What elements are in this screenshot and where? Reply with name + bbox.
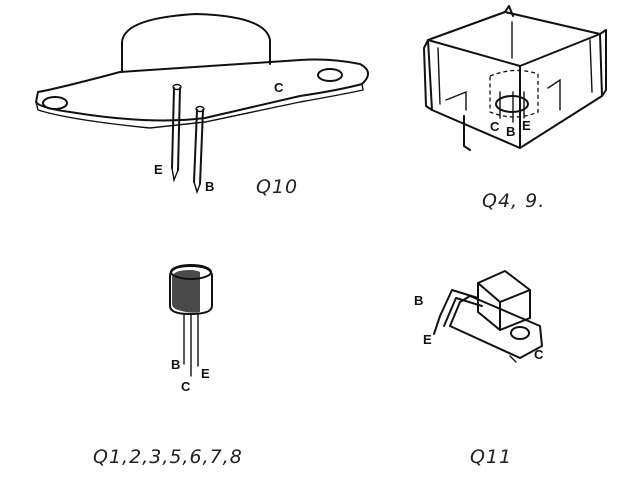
q1-8-base-label: B [171,357,180,372]
q11-base-label: B [414,293,423,308]
q4-9-collector-label: C [490,119,500,134]
q4-9-caption: Q4, 9. [482,190,545,212]
q10-caption: Q10 [256,176,298,198]
q1-8-caption: Q1,2,3,5,6,7,8 [93,446,243,468]
q11-caption: Q11 [470,446,512,468]
q11-collector-label: C [534,347,544,362]
q1-8-collector-label: C [181,379,191,394]
q10-transistor-drawing [35,13,369,195]
q4-9-base-label: B [506,124,515,139]
q11-emitter-label: E [423,332,432,347]
q10-collector-label: C [274,80,284,95]
q1-8-emitter-label: E [201,366,210,381]
q10-base-label: B [205,179,214,194]
q10-emitter-label: E [154,162,163,177]
q1-8-transistor-drawing [169,264,213,377]
q4-9-transistor-drawing [423,5,607,151]
q4-9-emitter-label: E [522,118,531,133]
q11-transistor-drawing [433,270,543,363]
